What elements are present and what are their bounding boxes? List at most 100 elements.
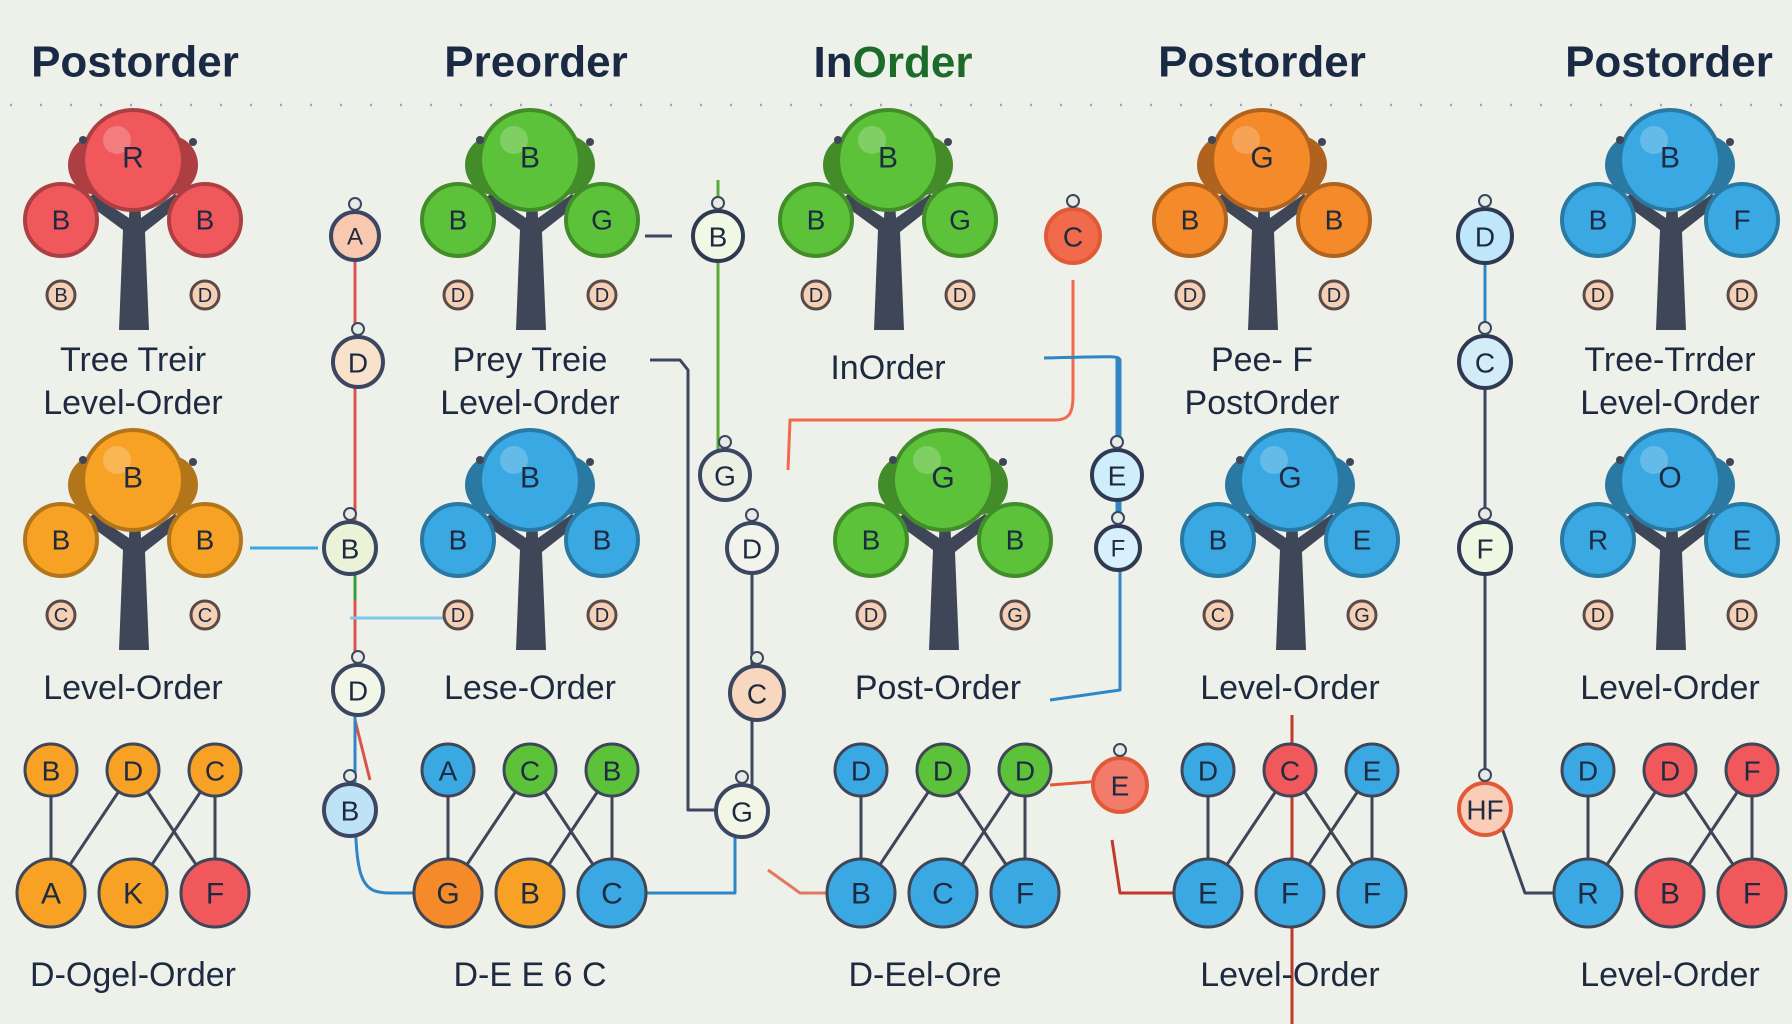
chain-node-letter: F (1111, 536, 1126, 563)
chain-node-letter: D (348, 348, 368, 379)
sub-node (45, 279, 77, 311)
tree-side-letter: B (449, 525, 468, 556)
canopy-top-ball (81, 108, 185, 212)
tree-top-letter: O (1658, 462, 1681, 495)
canopy-top-ball (891, 428, 995, 532)
sub-node (1202, 599, 1234, 631)
sub-node (999, 599, 1031, 631)
tree-side-letter: B (593, 525, 612, 556)
chain-node: B (322, 507, 378, 576)
graph-label: Level-Order (1580, 956, 1760, 994)
graph-node-letter: C (205, 756, 225, 787)
chain-knob (1113, 743, 1127, 757)
graph-node (997, 742, 1053, 798)
sub-node-letter: C (54, 605, 68, 627)
chain-node-circle (728, 664, 786, 722)
sub-node (189, 599, 221, 631)
tree-side-letter: B (1006, 525, 1025, 556)
decor-dot (476, 136, 484, 144)
canopy-side-ball (167, 182, 243, 258)
chain-node-circle (691, 209, 745, 263)
chain-node-circle (725, 521, 779, 575)
tree-label: Level-Order (43, 384, 223, 422)
graph-node (576, 857, 648, 929)
sub-node-letter: D (1591, 285, 1605, 307)
chain-node-circle (322, 520, 378, 576)
tree-label: InOrder (830, 349, 945, 387)
sub-node-letter: D (1735, 605, 1749, 627)
chain-node: F (1457, 507, 1513, 576)
chain-knob (343, 769, 357, 783)
tree-label: PostOrder (1185, 384, 1340, 422)
graph-node-letter: D (1578, 756, 1598, 787)
sub-node-letter: D (451, 285, 465, 307)
connector-line (786, 280, 1075, 471)
chain-knob (1066, 194, 1080, 208)
graph-node-letter: F (1363, 878, 1381, 911)
chain-node-letter: C (747, 679, 767, 710)
tree-side-letter: B (449, 205, 468, 236)
tree-trunk (895, 500, 993, 650)
tree-label: Post-Order (855, 669, 1021, 707)
chain-node-letter: HF (1466, 795, 1503, 826)
canopy-side-ball (564, 182, 640, 258)
decor-dot (1726, 138, 1734, 146)
canopy-top-ball (1618, 108, 1722, 212)
graph-label: D-Eel-Ore (848, 956, 1001, 994)
graph-node-letter: B (851, 878, 871, 911)
tree-side-letter: E (1733, 525, 1752, 556)
sub-node-letter: C (198, 605, 212, 627)
sub-node (442, 279, 474, 311)
graph-node (1552, 857, 1624, 929)
sub-node-letter: D (1735, 285, 1749, 307)
header-title: Postorder (31, 38, 239, 87)
tree-trunk (1214, 180, 1312, 330)
chain-knob (1111, 511, 1125, 525)
sub-node-letter: G (1354, 605, 1370, 627)
sub-node-letter: G (1007, 605, 1023, 627)
decor-dot (1726, 458, 1734, 466)
graph-node (97, 857, 169, 929)
chain-node-circle (1456, 207, 1514, 265)
tree-top-letter: B (123, 462, 143, 495)
chain-node: C (1044, 194, 1102, 265)
graph-node-letter: F (1743, 756, 1760, 787)
chain-node-letter: C (1063, 222, 1083, 253)
decor-dot (889, 456, 897, 464)
graph-node-letter: D (1660, 756, 1680, 787)
graph-node (420, 742, 476, 798)
chain-node: C (1457, 321, 1513, 390)
decor-dot (586, 458, 594, 466)
graph-node-letter: C (601, 878, 623, 911)
graph-node-letter: C (1280, 756, 1300, 787)
connector-line (1043, 355, 1122, 702)
chain-node-letter: D (742, 534, 762, 565)
graph-node (502, 742, 558, 798)
chain-node: B (691, 196, 745, 263)
graph-label: Level-Order (1200, 956, 1380, 994)
canopy-highlight (913, 446, 941, 474)
chain-node: A (329, 197, 381, 262)
chain-knob (351, 322, 365, 336)
chain-node-letter: G (714, 461, 736, 492)
graph-node (907, 857, 979, 929)
graph-node (1634, 857, 1706, 929)
graph-node-letter: F (1016, 878, 1034, 911)
chain-node-circle (1090, 448, 1144, 502)
tree-trunk (1622, 500, 1720, 650)
canopy-side-ball (564, 502, 640, 578)
tree-trunk (482, 180, 580, 330)
chain-knob (343, 507, 357, 521)
graph-node (1642, 742, 1698, 798)
sub-node (586, 279, 618, 311)
chain-knob (348, 197, 362, 211)
tree-side-letter: B (52, 525, 71, 556)
graph-node-letter: F (1743, 878, 1761, 911)
tree-trunk (1622, 180, 1720, 330)
connector-line (767, 868, 830, 895)
